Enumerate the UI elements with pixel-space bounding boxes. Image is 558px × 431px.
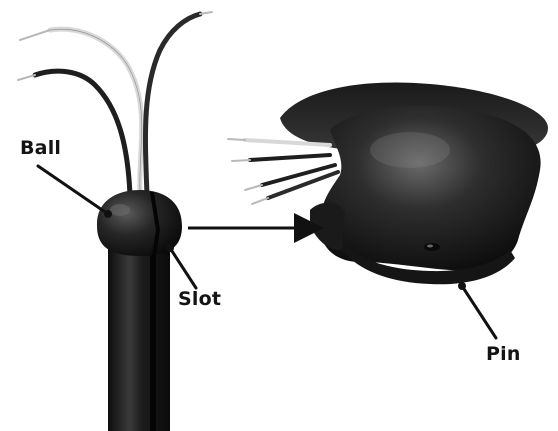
canopy-wire-3 bbox=[262, 165, 335, 185]
canopy-wire-4 bbox=[268, 172, 338, 198]
canopy-wires bbox=[228, 139, 338, 204]
ball-highlight bbox=[110, 204, 130, 216]
wire-tip-2 bbox=[18, 75, 35, 80]
canopy-wire-2 bbox=[250, 155, 330, 160]
leader-pin bbox=[462, 286, 496, 338]
wire-black-1 bbox=[35, 71, 130, 195]
canopy-flange bbox=[310, 203, 345, 250]
leader-ball-dot bbox=[104, 210, 112, 218]
leader-pin-dot bbox=[458, 282, 466, 290]
leader-ball bbox=[38, 166, 108, 214]
downrod-slot bbox=[150, 235, 156, 431]
canopy-highlight bbox=[370, 132, 450, 168]
canopy-wire-tip-2 bbox=[232, 160, 250, 161]
canopy-wire-tip-3 bbox=[245, 185, 262, 190]
downrod-assembly bbox=[18, 12, 212, 431]
pin-label: Pin bbox=[486, 345, 521, 364]
ball-label: Ball bbox=[20, 139, 61, 158]
canopy-wire-tip-1 bbox=[228, 139, 245, 140]
wire-black-2 bbox=[145, 14, 200, 195]
leader-slot-dot bbox=[166, 244, 174, 252]
downrod-wires bbox=[18, 12, 212, 195]
downrod bbox=[108, 235, 170, 431]
slot-label: Slot bbox=[178, 290, 221, 309]
wire-tip-1 bbox=[20, 30, 50, 40]
canopy-wire-tip-4 bbox=[252, 198, 268, 204]
leader-slot bbox=[170, 248, 196, 288]
canopy-pin-highlight bbox=[427, 245, 433, 248]
canopy-assembly bbox=[228, 82, 548, 284]
